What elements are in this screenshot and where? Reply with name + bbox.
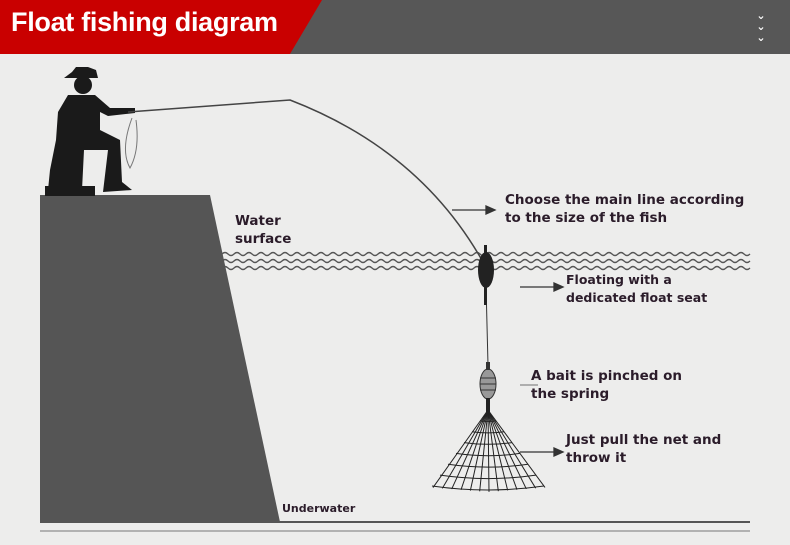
- pier: [40, 195, 280, 522]
- net-strand: [487, 409, 527, 490]
- underwater-label: Underwater: [282, 502, 356, 515]
- net-ring: [447, 463, 529, 468]
- ground-lines: [40, 521, 750, 532]
- net-strand: [487, 409, 490, 492]
- net-ring: [455, 452, 521, 457]
- net-strand: [451, 409, 489, 490]
- net-ring: [471, 431, 505, 434]
- net-ring: [431, 485, 545, 491]
- header-red-banner: [0, 0, 322, 54]
- net-strand: [487, 409, 518, 490]
- net-ring: [479, 420, 497, 422]
- net-strand: [487, 409, 546, 488]
- bait-spring: [479, 362, 497, 412]
- fishing-net: [431, 409, 546, 492]
- net-strand: [460, 409, 489, 491]
- header-bar: Float fishing diagram ⌄⌄⌄: [0, 0, 790, 54]
- net-strand: [469, 409, 489, 491]
- page-title: Float fishing diagram: [11, 7, 278, 37]
- net-ring: [463, 442, 513, 445]
- float: [478, 252, 494, 288]
- net-strand: [487, 409, 499, 492]
- net-ring: [439, 474, 537, 480]
- fishing-rod: [127, 99, 484, 263]
- net-strand: [479, 409, 489, 492]
- net-strand: [487, 409, 509, 491]
- reel-line: [125, 117, 138, 170]
- arrows: [452, 204, 565, 458]
- fisherman-silhouette: [45, 67, 135, 196]
- chevron-down-icon: ⌄⌄⌄: [756, 9, 766, 44]
- net-strand: [432, 409, 489, 488]
- net-strand: [487, 409, 537, 489]
- net-strand: [441, 409, 489, 489]
